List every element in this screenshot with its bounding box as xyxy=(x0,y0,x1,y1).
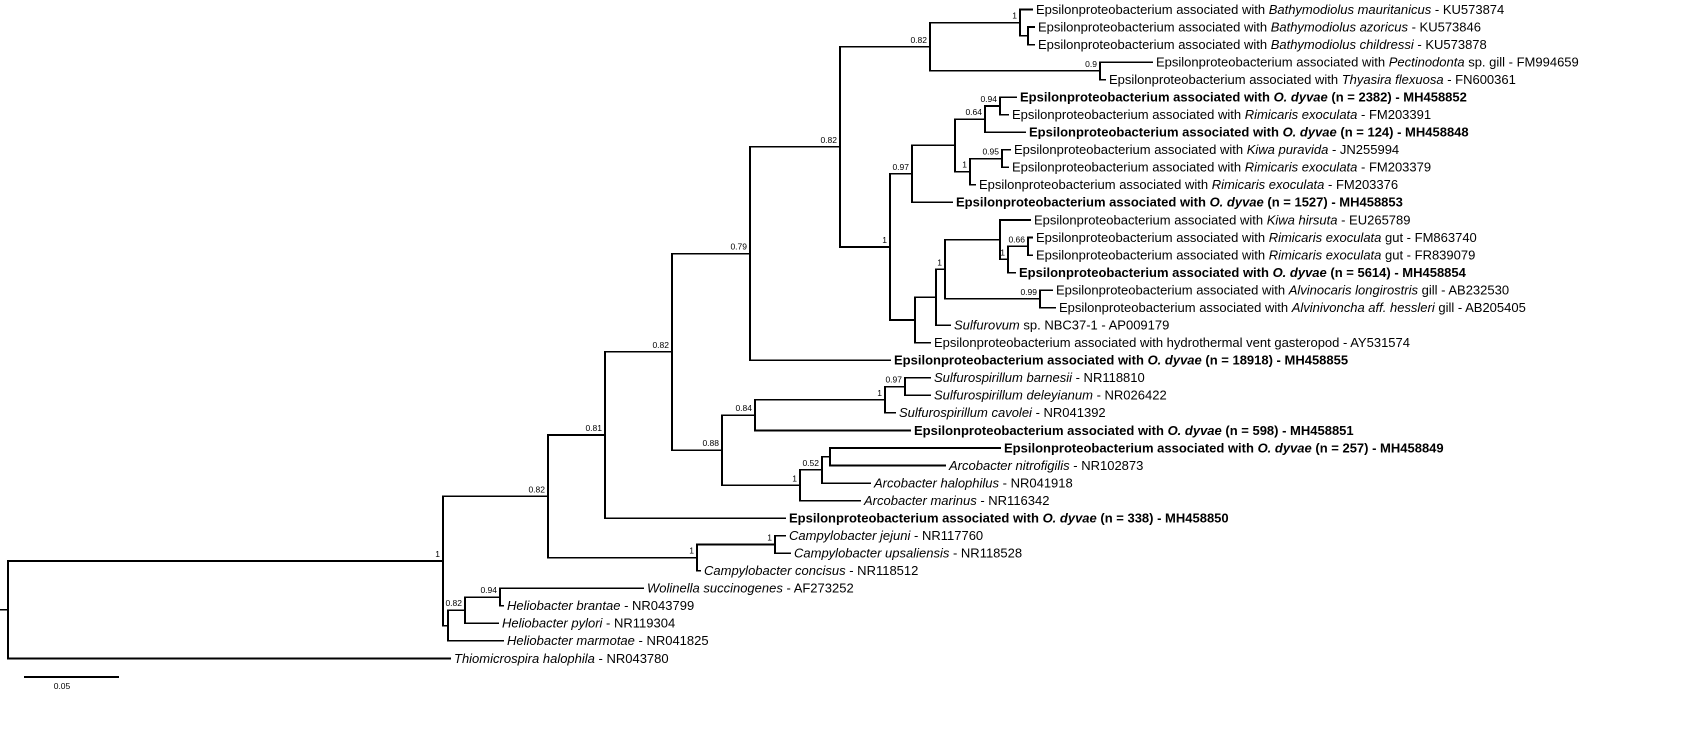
taxon-label: Epsilonproteobacterium associated with R… xyxy=(1012,160,1431,175)
taxon-label: Campylobacter upsaliensis - NR118528 xyxy=(794,546,1022,561)
support-value: 1 xyxy=(877,388,882,398)
scale-bar-label: 0.05 xyxy=(54,681,71,691)
taxon-label: Heliobacter pylori - NR119304 xyxy=(502,616,675,631)
support-value: 0.79 xyxy=(730,242,747,252)
support-value: 0.82 xyxy=(528,484,545,494)
taxon-label: Epsilonproteobacterium associated with O… xyxy=(956,195,1403,210)
support-value: 1 xyxy=(937,257,942,267)
taxon-label: Epsilonproteobacterium associated with O… xyxy=(914,423,1354,438)
support-value: 0.64 xyxy=(965,107,982,117)
taxon-label: Wolinella succinogenes - AF273252 xyxy=(647,581,854,596)
support-value: 0.82 xyxy=(820,135,837,145)
support-value: 0.52 xyxy=(802,458,819,468)
support-value: 1 xyxy=(962,160,967,170)
taxon-label: Heliobacter marmotae - NR041825 xyxy=(507,633,709,648)
taxon-label: Campylobacter concisus - NR118512 xyxy=(704,563,918,578)
taxon-label: Epsilonproteobacterium associated with K… xyxy=(1034,212,1411,227)
support-value: 0.84 xyxy=(735,403,752,413)
taxon-label: Epsilonproteobacterium associated with O… xyxy=(1019,265,1467,280)
taxon-label: Epsilonproteobacterium associated with B… xyxy=(1036,2,1504,17)
taxon-label: Epsilonproteobacterium associated with O… xyxy=(1004,440,1444,455)
support-value: 0.82 xyxy=(445,598,462,608)
support-value: 1 xyxy=(689,546,694,556)
taxon-label: Epsilonproteobacterium associated with h… xyxy=(934,335,1410,350)
support-value: 0.66 xyxy=(1008,234,1025,244)
taxon-label: Epsilonproteobacterium associated with P… xyxy=(1156,54,1579,69)
taxon-label: Sulfurospirillum deleyianum - NR026422 xyxy=(934,388,1167,403)
support-value: 0.88 xyxy=(702,438,719,448)
taxon-label: Epsilonproteobacterium associated with R… xyxy=(1036,230,1477,245)
support-value: 1 xyxy=(882,235,887,245)
taxon-label: Epsilonproteobacterium associated with A… xyxy=(1059,300,1526,315)
support-value: 0.94 xyxy=(480,585,497,595)
support-value: 0.97 xyxy=(892,162,909,172)
taxon-label: Sulfurospirillum cavolei - NR041392 xyxy=(899,405,1106,420)
taxon-label: Sulfurovum sp. NBC37-1 - AP009179 xyxy=(954,318,1169,333)
taxon-label: Epsilonproteobacterium associated with O… xyxy=(1020,90,1467,105)
taxon-label: Epsilonproteobacterium associated with B… xyxy=(1038,37,1487,52)
support-value: 0.97 xyxy=(885,375,902,385)
taxon-label: Heliobacter brantae - NR043799 xyxy=(507,598,694,613)
taxon-label: Arcobacter nitrofigilis - NR102873 xyxy=(948,458,1143,473)
taxon-label: Sulfurospirillum barnesii - NR118810 xyxy=(934,370,1145,385)
taxon-label: Arcobacter marinus - NR116342 xyxy=(863,493,1049,508)
taxon-label: Epsilonproteobacterium associated with R… xyxy=(1036,247,1475,262)
taxon-label: Epsilonproteobacterium associated with K… xyxy=(1014,142,1399,157)
taxon-label: Epsilonproteobacterium associated with R… xyxy=(979,177,1398,192)
taxon-label: Epsilonproteobacterium associated with A… xyxy=(1056,282,1509,297)
support-value: 0.82 xyxy=(652,340,669,350)
support-value: 0.95 xyxy=(982,147,999,157)
taxon-label: Epsilonproteobacterium associated with R… xyxy=(1012,107,1431,122)
taxon-label: Epsilonproteobacterium associated with B… xyxy=(1038,19,1481,34)
taxon-label: Thiomicrospira halophila - NR043780 xyxy=(454,651,669,666)
taxon-label: Epsilonproteobacterium associated with O… xyxy=(894,353,1348,368)
support-value: 0.99 xyxy=(1020,287,1037,297)
taxon-label: Arcobacter halophilus - NR041918 xyxy=(873,475,1073,490)
support-value: 1 xyxy=(435,549,440,559)
taxon-label: Campylobacter jejuni - NR117760 xyxy=(789,528,983,543)
support-value: 0.81 xyxy=(585,423,602,433)
support-value: 0.82 xyxy=(910,35,927,45)
support-value: 0.94 xyxy=(980,94,997,104)
support-value: 1 xyxy=(1012,11,1017,21)
taxon-label: Epsilonproteobacterium associated with T… xyxy=(1109,72,1516,87)
support-value: 1 xyxy=(1000,247,1005,257)
taxon-label: Epsilonproteobacterium associated with O… xyxy=(789,510,1229,525)
taxon-label: Epsilonproteobacterium associated with O… xyxy=(1029,125,1469,140)
support-value: 1 xyxy=(792,473,797,483)
support-value: 0.9 xyxy=(1085,59,1097,69)
support-value: 1 xyxy=(767,532,772,542)
